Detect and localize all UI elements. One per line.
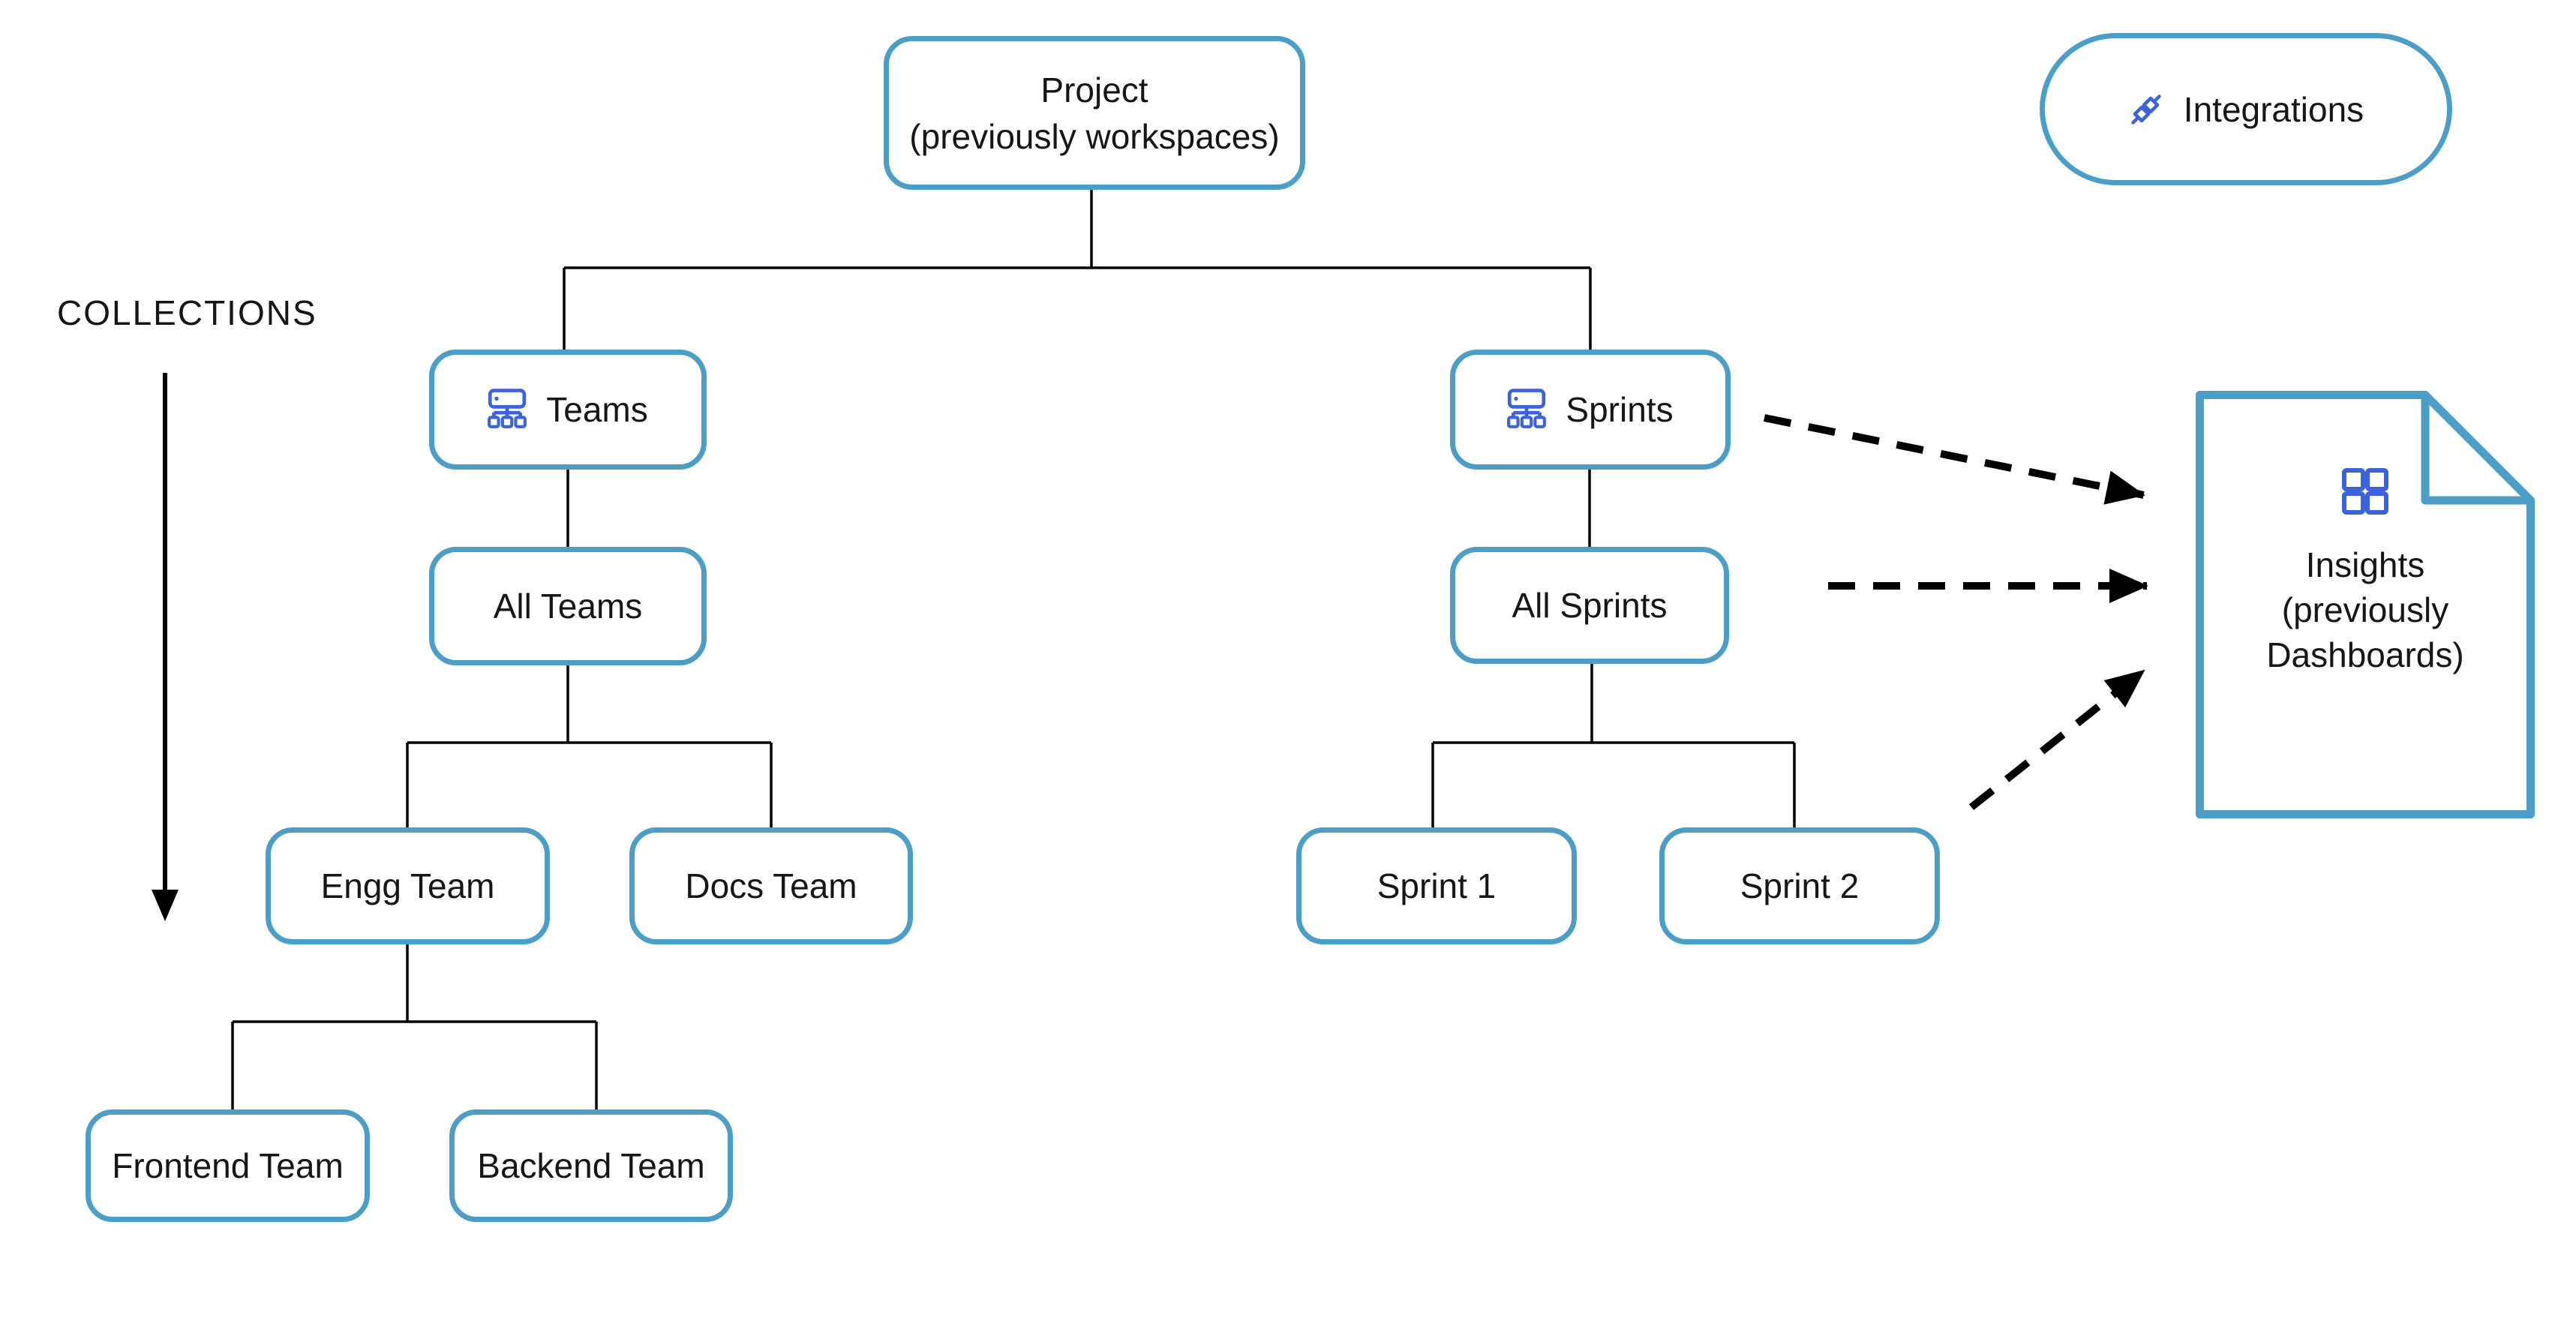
node-backend-team: Backend Team <box>449 1109 733 1222</box>
dashed-arrow-sprints-to-insights <box>1764 414 2145 505</box>
insights-label-line2: (previously <box>2281 590 2449 629</box>
engg-team-label: Engg Team <box>320 866 495 905</box>
node-all-sprints: All Sprints <box>1450 547 1729 664</box>
node-project: Project (previously workspaces) <box>884 36 1305 190</box>
dashboard-grid-icon <box>2341 467 2389 515</box>
org-hierarchy-icon <box>488 389 527 431</box>
node-teams: Teams <box>429 350 707 470</box>
node-all-teams: All Teams <box>429 547 707 665</box>
collections-label: COLLECTIONS <box>57 293 317 332</box>
collections-down-arrow <box>152 373 179 921</box>
insights-label-line3: Dashboards) <box>2266 635 2464 674</box>
docs-team-label: Docs Team <box>685 866 857 905</box>
sprints-label: Sprints <box>1566 390 1674 429</box>
sprint-2-label: Sprint 2 <box>1740 866 1860 905</box>
integration-plugs-icon <box>2128 92 2164 128</box>
all-sprints-label: All Sprints <box>1512 586 1668 625</box>
integrations-label: Integrations <box>2183 89 2364 129</box>
node-frontend-team: Frontend Team <box>86 1109 370 1222</box>
all-teams-label: All Teams <box>493 587 643 626</box>
backend-team-label: Backend Team <box>477 1146 705 1185</box>
org-hierarchy-icon <box>1507 389 1547 431</box>
dashed-arrow-sprint-items-to-insights <box>1968 668 2147 810</box>
project-label-line2: (previously workspaces) <box>909 116 1280 156</box>
node-sprint-2: Sprint 2 <box>1659 827 1940 944</box>
node-docs-team: Docs Team <box>629 827 913 944</box>
insights-label-line1: Insights <box>2305 545 2425 584</box>
node-integrations: Integrations <box>2040 33 2452 185</box>
sprint-1-label: Sprint 1 <box>1377 866 1497 905</box>
frontend-team-label: Frontend Team <box>112 1146 344 1185</box>
node-sprint-1: Sprint 1 <box>1296 827 1577 944</box>
node-sprints: Sprints <box>1450 350 1731 470</box>
teams-label: Teams <box>546 390 648 429</box>
node-engg-team: Engg Team <box>266 827 550 944</box>
insights-document-label: Insights (previously Dashboards) <box>2196 542 2535 677</box>
project-label-line1: Project <box>1040 70 1148 110</box>
